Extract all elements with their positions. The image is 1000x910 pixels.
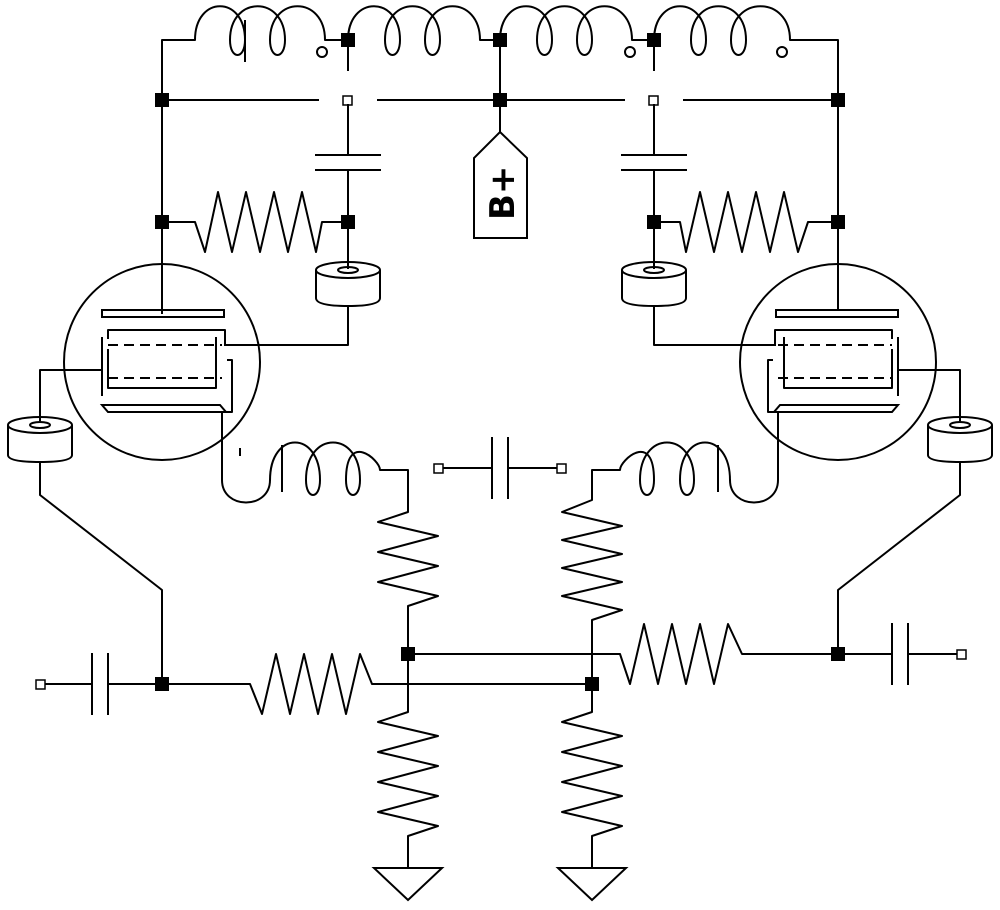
left-ground-symbol bbox=[371, 867, 445, 902]
left-lower-divider-resistor bbox=[377, 653, 439, 869]
right-ground-symbol bbox=[555, 867, 629, 902]
right-input-capacitor bbox=[837, 623, 957, 685]
left-vacuum-tube bbox=[39, 263, 272, 504]
right-cathode-inductor bbox=[591, 441, 732, 498]
right-tank-capacitor bbox=[621, 104, 687, 223]
left-grid-resistor bbox=[161, 191, 349, 253]
right-vacuum-tube bbox=[728, 263, 961, 504]
junction-node bbox=[493, 93, 507, 107]
right-lower-divider-resistor bbox=[561, 683, 623, 869]
terminal-pad bbox=[956, 649, 967, 660]
left-upper-divider-resistor bbox=[377, 496, 439, 655]
terminal-pad bbox=[556, 463, 567, 474]
left-upper-ferrite-bead bbox=[261, 221, 381, 346]
left-lower-ferrite-bead bbox=[7, 416, 163, 685]
b-plus-label: B+ bbox=[483, 166, 523, 220]
cross-coupling-wires bbox=[377, 653, 593, 685]
right-upper-ferrite-bead bbox=[621, 221, 741, 346]
center-coupling-capacitor bbox=[441, 437, 557, 499]
left-cathode-inductor bbox=[239, 441, 409, 498]
left-input-capacitor bbox=[45, 653, 163, 715]
left-feedback-resistor bbox=[161, 653, 379, 715]
right-feedback-resistor bbox=[591, 623, 839, 685]
b-plus-supply-tag: B+ bbox=[473, 130, 528, 239]
right-lower-ferrite-bead bbox=[837, 416, 993, 655]
right-grid-resistor bbox=[653, 191, 839, 253]
terminal-pad bbox=[35, 679, 46, 690]
terminal-pad bbox=[433, 463, 444, 474]
junction-node bbox=[831, 215, 845, 229]
left-tank-capacitor bbox=[315, 104, 381, 223]
right-upper-divider-resistor bbox=[561, 496, 623, 685]
terminal-pad bbox=[342, 95, 353, 106]
top-transformer-coil bbox=[161, 5, 839, 101]
junction-node bbox=[155, 215, 169, 229]
terminal-pad bbox=[648, 95, 659, 106]
